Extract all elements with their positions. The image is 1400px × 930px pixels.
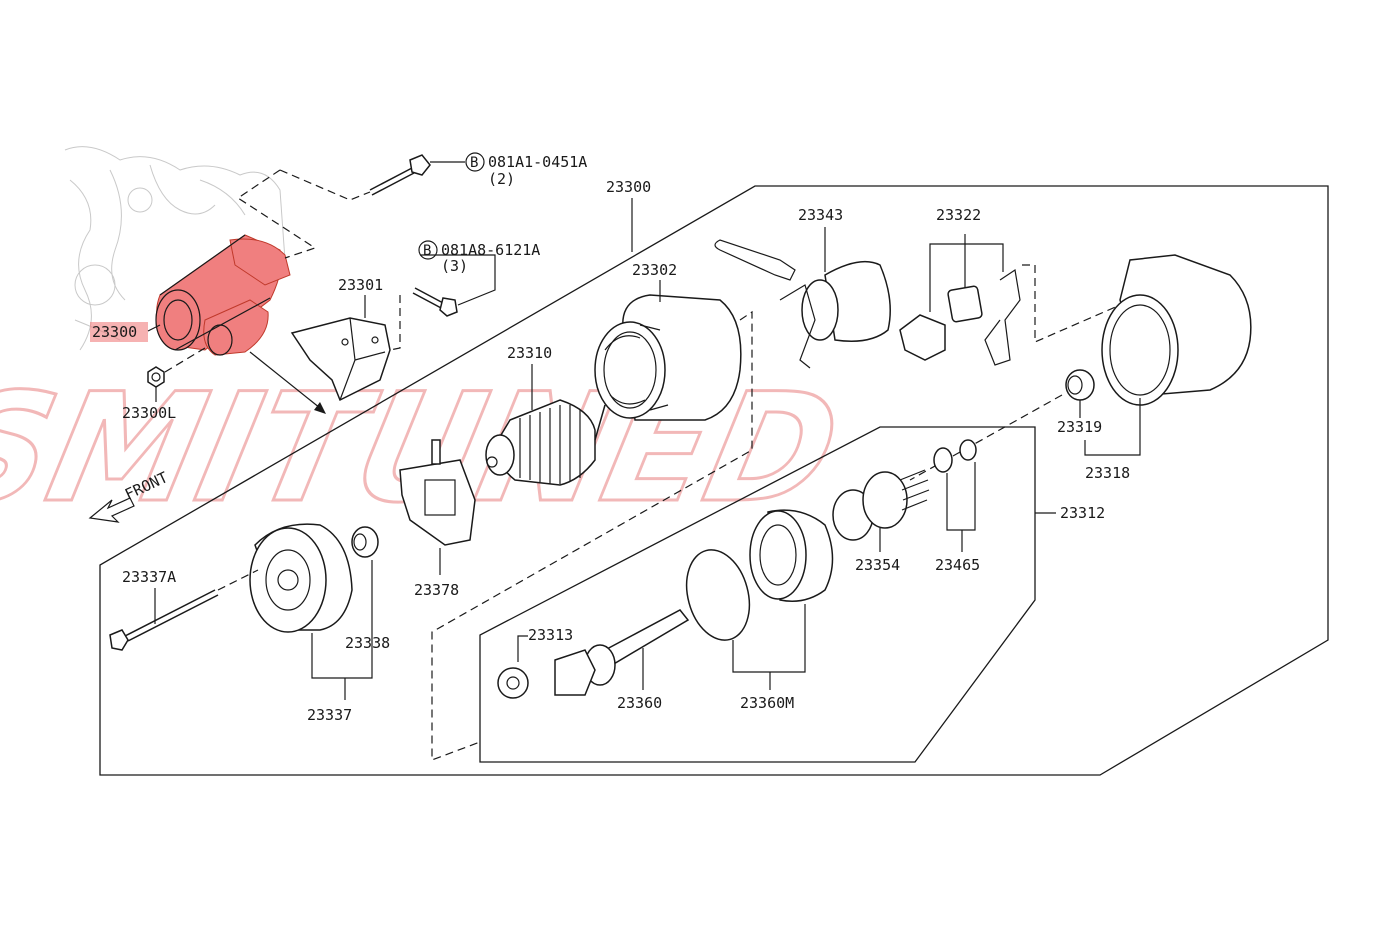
label-through-bolt[interactable]: 23337A (122, 568, 176, 586)
label-pinion-kit[interactable]: 23312 (1060, 504, 1105, 522)
brush-holder-part[interactable] (399, 439, 476, 546)
nut-part[interactable] (147, 366, 165, 388)
label-armature[interactable]: 23310 (507, 344, 552, 362)
label-nut[interactable]: 23300L (122, 404, 176, 422)
heat-shield-part[interactable] (290, 317, 391, 402)
rear-cover-part[interactable] (249, 523, 353, 633)
label-starter-assembly[interactable]: 23300 (606, 178, 651, 196)
label-bolt-a-code[interactable]: 081A1-0451A (488, 153, 587, 171)
armature-part[interactable] (485, 399, 606, 486)
planetary-set-part[interactable] (677, 509, 834, 647)
bolt-a-part[interactable] (369, 154, 431, 196)
assembly-frame (99, 185, 1329, 776)
yoke-part[interactable] (594, 294, 742, 421)
starter-motor-outline (155, 234, 271, 356)
rear-bushing-part[interactable] (351, 526, 379, 558)
pinion-shaft-part[interactable] (554, 609, 690, 696)
bolt-a-marker: B (470, 155, 478, 171)
pinion-kit-frame (479, 426, 1036, 763)
bolt-b-part[interactable] (412, 287, 458, 317)
label-switch-parts[interactable]: 23322 (936, 206, 981, 224)
label-pinion-shaft[interactable]: 23360 (617, 694, 662, 712)
label-brush-holder[interactable]: 23378 (414, 581, 459, 599)
label-rear-cover[interactable]: 23337 (307, 706, 352, 724)
label-heat-shield[interactable]: 23301 (338, 276, 383, 294)
snap-rings-part[interactable] (933, 439, 977, 473)
starter-motor-highlighted[interactable] (155, 234, 291, 356)
ring-group-part[interactable] (832, 469, 930, 541)
label-snap-ring-set[interactable]: 23465 (935, 556, 980, 574)
through-bolt-part[interactable] (109, 589, 219, 651)
label-ring-group[interactable]: 23354 (855, 556, 900, 574)
label-idler-gear[interactable]: 23313 (528, 626, 573, 644)
label-planetary-set[interactable]: 23360M (740, 694, 794, 712)
bushing-part[interactable] (1065, 369, 1095, 401)
solenoid-part[interactable] (714, 239, 891, 369)
label-solenoid[interactable]: 23343 (798, 206, 843, 224)
switch-parts-part[interactable] (899, 268, 1021, 366)
label-bolt-b-qty: (3) (441, 257, 468, 275)
label-yoke[interactable]: 23302 (632, 261, 677, 279)
bolt-a-marker-circle (465, 152, 485, 172)
gear-case-part[interactable] (1101, 254, 1252, 406)
bolt-b-marker: B (423, 243, 431, 259)
bolt-b-marker-circle (418, 240, 438, 260)
idler-gear-part[interactable] (497, 667, 529, 699)
label-bolt-b-code[interactable]: 081A8-6121A (441, 241, 540, 259)
label-bolt-a-qty: (2) (488, 170, 515, 188)
label-highlight-box (90, 322, 148, 342)
arrow-head (314, 402, 326, 414)
label-main-starter[interactable]: 23300 (92, 323, 137, 341)
label-rear-bushing[interactable]: 23338 (345, 634, 390, 652)
label-gear-case[interactable]: 23318 (1085, 464, 1130, 482)
label-bushing[interactable]: 23319 (1057, 418, 1102, 436)
